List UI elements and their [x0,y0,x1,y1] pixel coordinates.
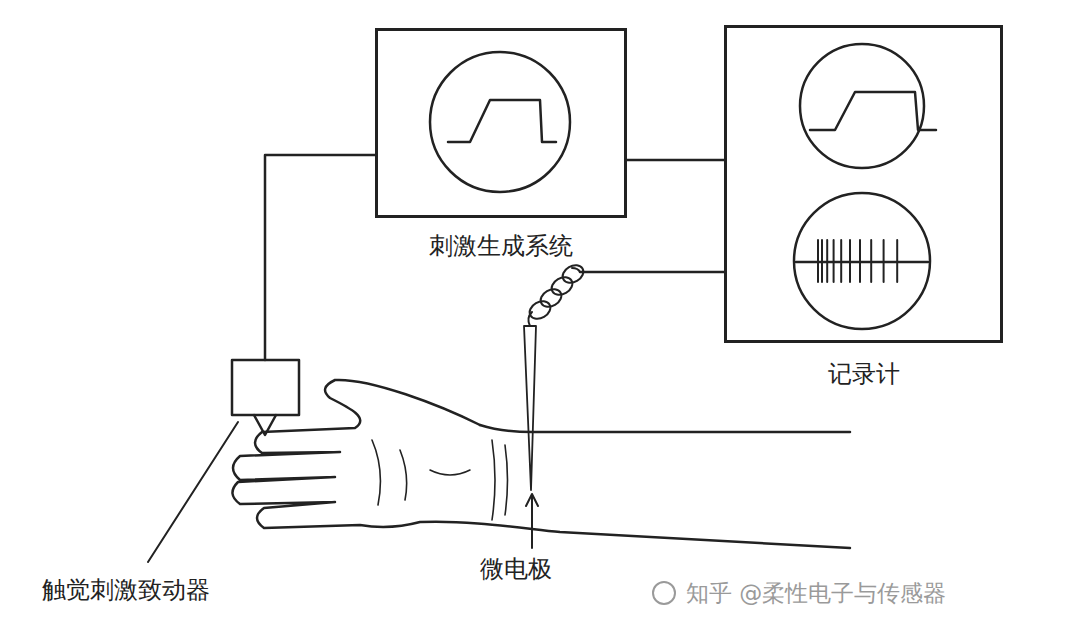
wechat-icon [653,582,675,604]
spike [821,240,823,282]
coil-lead [572,268,580,272]
spike [849,240,851,282]
recorder-screen-bottom [794,193,930,329]
spike [870,240,872,282]
recorded-waveform [810,92,936,130]
part-label: 触觉刺激致动器 [40,574,212,606]
system-box: 记录计 [724,25,1003,394]
box-label: 刺激生成系统 [375,230,627,262]
actuator-body [232,360,299,415]
watermark: 知乎 @柔性电子与传感器 [684,578,948,609]
electrode-arrow [526,494,538,548]
box-frame [375,28,627,218]
recorder-screen-top [800,44,924,168]
spike [896,240,898,282]
hand-outline [232,380,850,548]
spike [840,240,842,282]
palm-creases [372,440,508,520]
spike [826,240,828,282]
stimulus-screen [430,52,570,192]
electrode-wire [580,271,724,274]
coil-loop [559,262,586,287]
spike [833,240,835,282]
box-label: 记录计 [724,358,1003,390]
spike [859,240,861,282]
part-label: 微电极 [478,553,554,585]
actuator-wire [265,155,375,360]
spike [883,240,885,282]
spike-baseline [796,261,928,264]
box-frame [724,25,1003,343]
microelectrode [524,326,536,490]
arm-top [480,425,850,432]
actuator-leader [148,422,238,562]
system-box: 刺激生成系统 [375,28,627,266]
signal-wire [627,159,724,162]
spike [817,240,819,282]
stimulus-waveform [448,100,556,142]
